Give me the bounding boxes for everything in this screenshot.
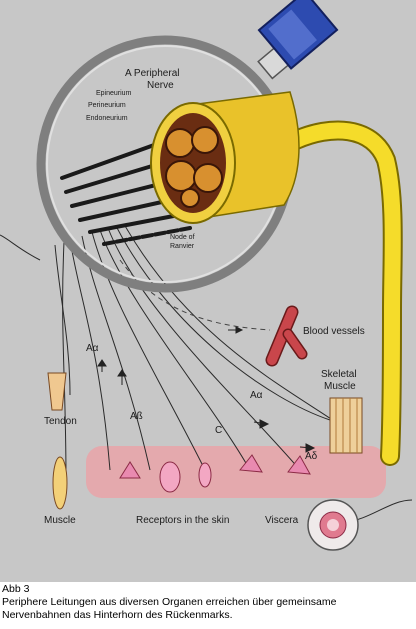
skeletal-muscle-label-line2: Muscle	[324, 381, 356, 392]
skeletal-muscle	[329, 397, 363, 454]
blood-vessels-label: Blood vessels	[303, 326, 365, 337]
figure-caption: Abb 3 Periphere Leitungen aus diversen O…	[2, 583, 414, 622]
blood-vessel	[265, 305, 308, 367]
caption-line-2: Nervenbahnen das Hinterhorn des Rückenma…	[2, 609, 233, 621]
fascicle	[180, 188, 200, 208]
tendon-label: Tendon	[44, 416, 77, 427]
nerve-trunk	[288, 122, 401, 464]
fascicle	[165, 160, 197, 192]
nerve-cross-section	[150, 91, 300, 224]
viscera-label: Viscera	[265, 515, 299, 526]
caption-title: Abb 3	[2, 583, 30, 595]
fiber-c: C	[215, 425, 223, 436]
fascicle	[193, 163, 223, 193]
skin-receptors-label: Receptors in the skin	[136, 515, 230, 526]
muscle-label: Muscle	[44, 515, 76, 526]
fiber-a-delta: Aδ	[305, 451, 318, 462]
layer-perineurium: Perineurium	[88, 102, 126, 109]
direction-arrows	[97, 326, 316, 453]
inset-title-line2: Nerve	[147, 80, 174, 91]
fascicle	[191, 126, 219, 154]
viscera-organ	[307, 499, 359, 551]
magnifier-handle	[257, 0, 339, 80]
skin-receptors	[119, 454, 311, 493]
fiber-a-alpha-right: Aα	[250, 390, 263, 401]
nerve-diagram	[0, 0, 413, 551]
fiber-a-beta: Aß	[130, 411, 143, 422]
skeletal-muscle-label: Skeletal	[321, 369, 357, 380]
layer-epineurium: Epineurium	[96, 90, 132, 97]
layer-endoneurium: Endoneurium	[86, 115, 128, 122]
fascicle	[165, 128, 195, 158]
caption-line-1: Periphere Leitungen aus diversen Organen…	[2, 596, 337, 608]
vessel-fiber	[119, 259, 271, 331]
muscle-spindle	[52, 456, 68, 510]
tendon	[47, 372, 67, 411]
fiber-a-alpha-left: Aα	[86, 343, 99, 354]
node-of-ranvier-label-line2: Ranvier	[170, 243, 195, 250]
node-of-ranvier-label: Node of	[170, 234, 195, 241]
afferent-fibers	[0, 223, 341, 481]
inset-title: A Peripheral	[125, 68, 180, 79]
